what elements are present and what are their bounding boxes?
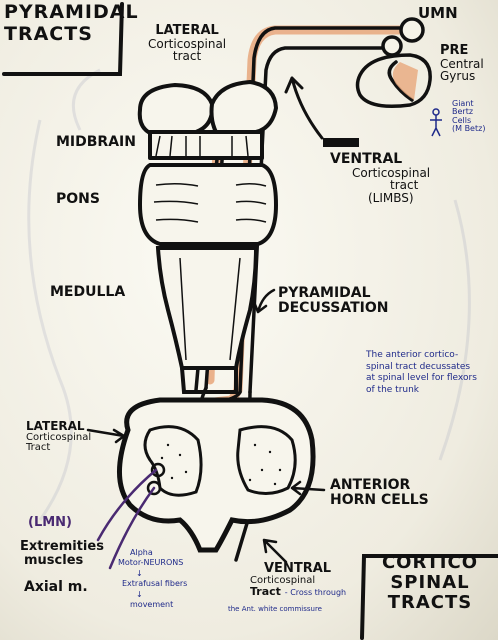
extremities-line-2: muscles — [24, 552, 84, 568]
ventral-bottom-line-2: Corticospinal — [250, 574, 316, 586]
bottom-title-line-1: CORTICO — [381, 552, 479, 573]
anterior-horn-line-1: ANTERIOR — [330, 477, 411, 493]
ventral-top-line-1: VENTRAL — [330, 151, 403, 167]
ventral-top-line-4: (LIMBS) — [368, 190, 414, 205]
lateral-bottom-line-2: Corticospinal — [26, 431, 92, 443]
betz-line-4: (M Betz) — [452, 124, 486, 134]
midbrain-striations — [155, 135, 249, 157]
lateral-bottom-line-3: Tract — [26, 442, 51, 454]
extremities-line-1: Extremities — [20, 539, 104, 554]
anterior-note-line-3: at spinal level for flexors — [366, 373, 477, 384]
pons-label: PONS — [56, 191, 100, 207]
bottom-title-line-3: TRACTS — [387, 591, 473, 613]
betz-line-1: Giant — [452, 99, 474, 108]
ventral-bottom-line-3-wrap: Tract - Cross through — [250, 586, 346, 598]
page-title: PYRAMIDAL TRACTS — [4, 1, 139, 74]
grey-matter — [143, 425, 297, 497]
spinal-column — [180, 367, 238, 394]
ventral-bottom-line-1: VENTRAL — [264, 561, 332, 576]
lateral-top-line-2: Corticospinal — [148, 36, 227, 51]
arrow-to-tract — [284, 76, 324, 140]
pre-central-line-2: Central — [440, 56, 484, 71]
pre-central-line-3: Gyrus — [440, 69, 476, 84]
ventral-bottom-line-3: Tract — [250, 585, 281, 599]
lateral-top-line-3: tract — [172, 49, 202, 64]
ventral-top-line-2: Corticospinal — [352, 165, 431, 180]
ventral-note-line-2: the Ant. white commissure — [228, 605, 322, 613]
bottom-title: CORTICO SPINAL TRACTS — [362, 553, 498, 640]
title-frame — [2, 2, 124, 76]
betz-line-2: Bertz — [452, 107, 474, 117]
anterior-horn-line-2: HORN CELLS — [330, 491, 429, 508]
midbrain-shape — [137, 80, 278, 160]
pre-central-label: PRE Central Gyrus — [440, 44, 484, 83]
betz-label: Giant Bertz Cells (M Betz) — [452, 99, 486, 134]
midbrain-label: MIDBRAIN — [56, 134, 136, 150]
decussation-line-2: DECUSSATION — [278, 299, 389, 316]
title-line-2: TRACTS — [4, 22, 93, 45]
umn-label: UMN — [418, 4, 458, 22]
gyrus-tint — [392, 62, 418, 100]
anterior-horn-label: ANTERIOR HORN CELLS — [330, 478, 429, 507]
pons-shape — [137, 163, 279, 246]
medulla-shape — [155, 246, 259, 370]
alpha-arrow-1: ↓ — [136, 568, 143, 578]
alpha-arrow-2: ↓ — [136, 589, 143, 599]
pre-central-line-1: PRE — [440, 43, 469, 58]
ventral-bottom-label: VENTRAL Corticospinal Tract - Cross thro… — [250, 562, 346, 598]
lateral-top-label: LATERAL Corticospinal tract — [148, 24, 226, 63]
ventral-top-label: VENTRAL Corticospinal tract (LIMBS) — [330, 152, 430, 204]
umn-circle-top — [399, 17, 425, 43]
medulla-label: MEDULLA — [50, 284, 126, 300]
grey-matter-dots — [160, 443, 282, 486]
axial-label: Axial m. — [24, 579, 88, 595]
movement-label: movement — [130, 599, 174, 609]
anterior-note: The anterior cortico- spinal tract decus… — [366, 350, 477, 397]
lateral-top-line-1: LATERAL — [155, 23, 219, 38]
title-line-1: PYRAMIDAL — [4, 1, 139, 23]
decussation-line-1: PYRAMIDAL — [278, 285, 371, 301]
ventral-note-line-1: - Cross through — [284, 588, 347, 598]
umn-circle-bottom — [381, 35, 403, 57]
motor-neurons — [146, 462, 166, 496]
lateral-bottom-line-1: LATERAL — [26, 419, 85, 433]
anterior-note-line-4: of the trunk — [366, 385, 420, 396]
lmn-label: (LMN) — [28, 515, 72, 530]
betz-figure — [430, 108, 442, 137]
ventral-marker — [323, 138, 359, 147]
alpha-line-1: Alpha — [130, 548, 153, 557]
extrafusal-label: Extrafusal fibers — [122, 579, 188, 589]
decussation-label: PYRAMIDAL DECUSSATION — [278, 286, 389, 315]
pons-lines — [153, 182, 267, 223]
bottom-title-line-2: SPINAL — [390, 571, 470, 593]
lmn-lines — [96, 468, 158, 570]
betz-line-3: Cells — [452, 115, 472, 125]
gyrus-brain — [355, 53, 432, 108]
extremities-label: Extremities muscles — [20, 540, 104, 567]
lateral-bottom-label: LATERAL Corticospinal Tract — [26, 420, 91, 454]
anterior-note-line-2: spinal tract decussates — [366, 361, 471, 372]
pointer-arrows — [86, 288, 326, 564]
alpha-line-2: Motor-NEURONS — [118, 558, 184, 568]
bottom-title-frame — [360, 554, 498, 640]
medulla-lines — [179, 257, 241, 361]
alpha-label: Alpha Motor-NEURONS ↓ Extrafusal fibers … — [118, 548, 187, 610]
ventral-top-line-3: tract — [390, 178, 419, 193]
anterior-note-line-1: The anterior cortico- — [366, 350, 459, 360]
